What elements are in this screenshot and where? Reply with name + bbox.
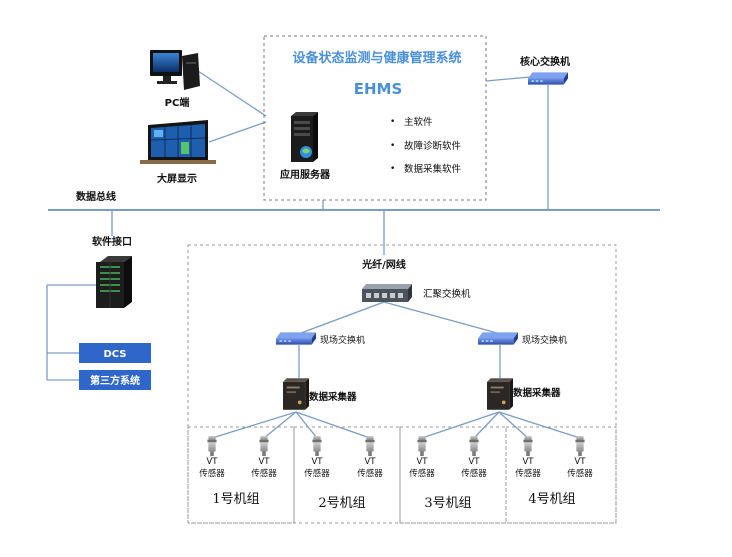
dcs-box: DCS <box>79 343 151 363</box>
svg-text:•: • <box>390 164 395 174</box>
unit-box-1 <box>187 426 295 524</box>
sensor-group <box>207 436 585 456</box>
line-ehms-to-core-switch <box>485 76 531 82</box>
sensor-label-vt: VT <box>258 457 270 467</box>
sensor-icon <box>417 436 427 456</box>
unit-labels: 1号机组 2号机组 3号机组 4号机组 <box>212 492 575 511</box>
sensor-label-vt: VT <box>416 457 428 467</box>
sensor-icon <box>469 436 479 456</box>
unit-boxes <box>187 426 617 524</box>
field-switch-left-icon <box>276 332 316 345</box>
sensor-icon <box>312 436 322 456</box>
unit-label-2: 2号机组 <box>318 496 365 511</box>
sensor-label-type: 传感器 <box>357 468 383 479</box>
aggregation-switch-label: 汇聚交换机 <box>423 288 471 300</box>
svg-text:•: • <box>390 141 395 151</box>
unit-box-4 <box>505 426 617 524</box>
collector-right-icon <box>487 378 513 410</box>
line-screen-to-ehms <box>208 121 267 143</box>
server-label: 应用服务器 <box>280 168 331 181</box>
third-party-box: 第三方系统 <box>79 370 151 390</box>
bus-label: 数据总线 <box>76 190 116 203</box>
sensor-label-type: 传感器 <box>515 468 541 479</box>
sensor-label-vt: VT <box>522 457 534 467</box>
unit-box-2 <box>293 426 401 524</box>
line-agg-to-field-left <box>300 301 385 334</box>
sensor-label-type: 传感器 <box>461 468 487 479</box>
field-switch-left-label: 现场交换机 <box>320 334 365 346</box>
line-agg-to-field-right <box>383 301 498 334</box>
bullet-item: 故障诊断软件 <box>404 140 462 152</box>
sensor-label-type: 传感器 <box>199 468 225 479</box>
sensor-label-type: 传感器 <box>409 468 435 479</box>
core-switch-label: 核心交换机 <box>520 55 570 68</box>
sensor-label-vt: VT <box>574 457 586 467</box>
sensor-labels: VT 传感器 VT 传感器 VT 传感器 VT 传感器 VT 传感器 VT 传感… <box>199 457 593 479</box>
collector-left-icon <box>283 378 309 410</box>
dcs-label: DCS <box>103 349 126 360</box>
unit-label-4: 4号机组 <box>528 492 575 507</box>
third-party-label: 第三方系统 <box>90 374 140 387</box>
fiber-label: 光纤/网线 <box>361 258 406 271</box>
sensor-label-vt: VT <box>206 457 218 467</box>
sensor-icon <box>575 436 585 456</box>
bullet-item: 数据采集软件 <box>404 163 462 175</box>
ehms-bullet-list: • 主软件 • 故障诊断软件 • 数据采集软件 <box>390 116 462 175</box>
cabinet-icon <box>96 256 132 308</box>
sensor-label-vt: VT <box>468 457 480 467</box>
bullet-item: 主软件 <box>404 116 433 128</box>
pc-monitor-icon <box>150 50 200 90</box>
ehms-title: 设备状态监测与健康管理系统 <box>292 50 461 66</box>
aggregation-switch-icon <box>362 284 412 302</box>
sensor-icon <box>207 436 217 456</box>
sensor-icon <box>259 436 269 456</box>
line-pc-to-ehms <box>197 70 267 117</box>
server-icon <box>291 112 318 162</box>
sensor-label-type: 传感器 <box>304 468 330 479</box>
unit-label-1: 1号机组 <box>212 492 259 507</box>
collector-left-label: 数据采集器 <box>308 391 357 403</box>
sensor-label-type: 传感器 <box>567 468 593 479</box>
collector-right-label: 数据采集器 <box>512 387 561 399</box>
ehms-subtitle: EHMS <box>354 80 403 98</box>
field-switch-right-label: 现场交换机 <box>522 334 567 346</box>
screen-label: 大屏显示 <box>157 172 197 185</box>
core-switch-icon <box>528 72 568 85</box>
sensor-label-vt: VT <box>364 457 376 467</box>
ehms-dashed-box <box>263 35 487 201</box>
software-interface-label: 软件接口 <box>92 235 132 248</box>
unit-label-3: 3号机组 <box>424 496 471 511</box>
big-screen-icon <box>140 120 216 164</box>
field-switch-right-icon <box>478 332 518 345</box>
sensor-label-type: 传感器 <box>251 468 277 479</box>
unit-box-3 <box>399 426 507 524</box>
svg-text:•: • <box>390 117 395 127</box>
sensor-icon <box>365 436 375 456</box>
sensor-label-vt: VT <box>311 457 323 467</box>
sensor-icon <box>523 436 533 456</box>
connection-lines <box>46 70 581 439</box>
pc-label: PC端 <box>165 96 190 109</box>
